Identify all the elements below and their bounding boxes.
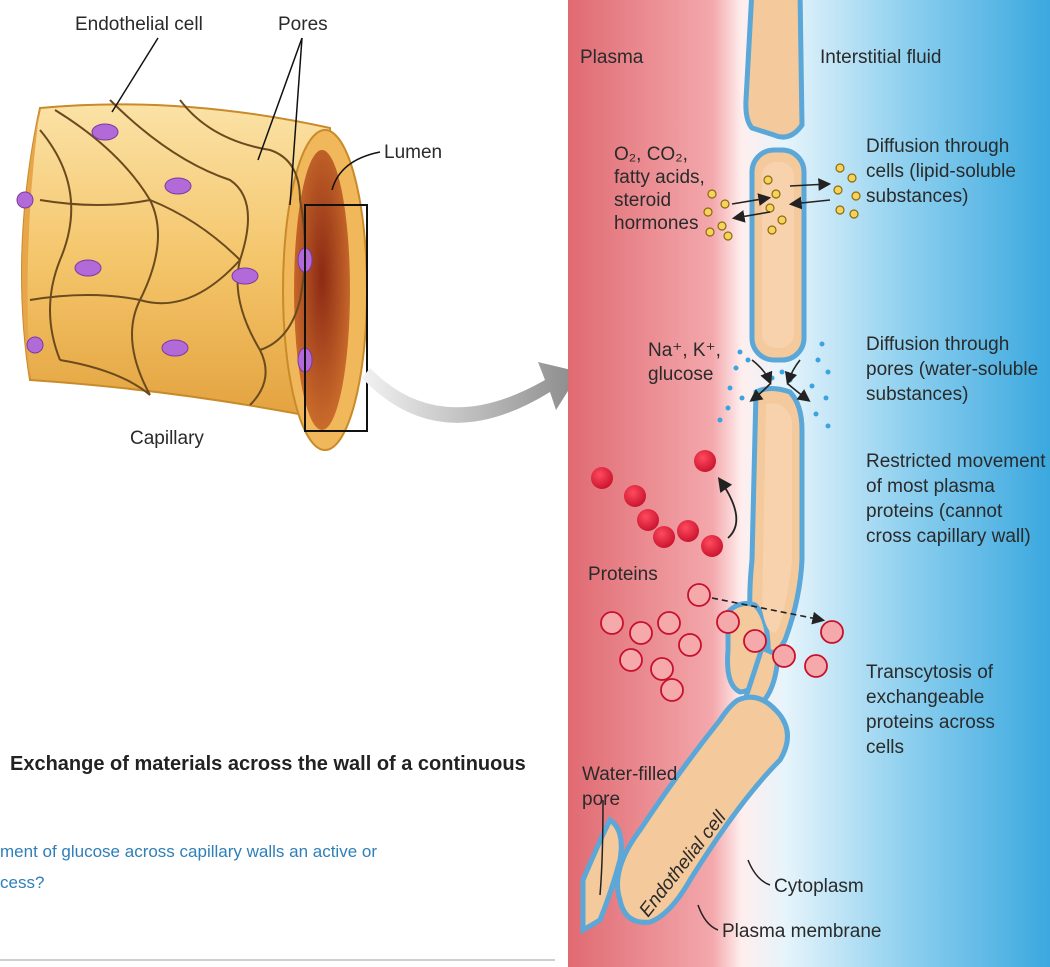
label-capillary: Capillary	[130, 428, 204, 449]
label-lipid-solutes-4: hormones	[614, 213, 699, 234]
label-transcytosis-4: cells	[866, 737, 904, 758]
label-endothelial-cell: Endothelial cell	[75, 14, 203, 35]
question-line-1: ment of glucose across capillary walls a…	[0, 842, 377, 861]
label-restricted-2: of most plasma	[866, 476, 995, 497]
label-water-filled-pore-2: pore	[582, 789, 620, 810]
label-transcytosis-2: exchangeable	[866, 687, 984, 708]
label-proteins: Proteins	[588, 564, 658, 585]
label-diffusion-pores-1: Diffusion through	[866, 334, 1009, 355]
label-ions-2: glucose	[648, 364, 714, 385]
label-ions-1: Na⁺, K⁺,	[648, 340, 721, 361]
label-diffusion-cells-2: cells (lipid-soluble	[866, 161, 1016, 182]
label-lipid-solutes-3: steroid	[614, 190, 671, 211]
label-interstitial-fluid: Interstitial fluid	[820, 47, 941, 68]
label-pores: Pores	[278, 14, 328, 35]
label-transcytosis-1: Transcytosis of	[866, 662, 994, 683]
label-plasma: Plasma	[580, 47, 644, 68]
label-diffusion-pores-2: pores (water-soluble	[866, 359, 1038, 380]
zoom-arrow	[362, 362, 580, 423]
question-line-2: cess?	[0, 873, 44, 892]
label-diffusion-cells-3: substances)	[866, 186, 968, 207]
figure-caption: Exchange of materials across the wall of…	[10, 753, 526, 775]
label-lumen: Lumen	[384, 142, 442, 163]
label-diffusion-pores-3: substances)	[866, 384, 968, 405]
capillary-tube	[17, 100, 367, 450]
label-restricted-4: cross capillary wall)	[866, 526, 1031, 547]
label-plasma-membrane: Plasma membrane	[722, 921, 881, 942]
label-restricted-1: Restricted movement	[866, 451, 1046, 472]
label-water-filled-pore-1: Water-filled	[582, 764, 677, 785]
label-cytoplasm: Cytoplasm	[774, 876, 864, 897]
label-diffusion-cells-1: Diffusion through	[866, 136, 1009, 157]
label-restricted-3: proteins (cannot	[866, 501, 1003, 522]
label-transcytosis-3: proteins across	[866, 712, 995, 733]
label-lipid-solutes-1: O₂, CO₂,	[614, 144, 688, 165]
label-lipid-solutes-2: fatty acids,	[614, 167, 705, 188]
